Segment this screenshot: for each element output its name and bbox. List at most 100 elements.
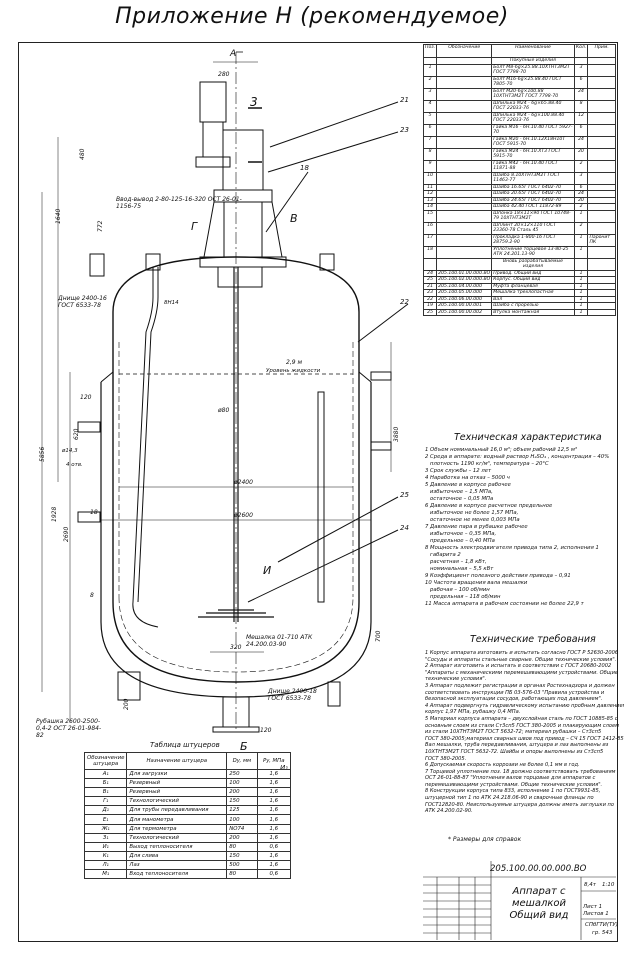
requirement-line: соответствовать инструкции ПБ 03-576-03 …: [425, 689, 605, 696]
nozzle-cell: З₁: [83, 832, 128, 843]
motor-body: [199, 81, 227, 123]
parts-cell: 8: [422, 147, 438, 161]
parts-cell: [436, 171, 493, 185]
parts-cell: [436, 147, 493, 161]
title-name: Аппарат с мешалкой Общий вид: [495, 886, 583, 922]
nozzle-cell: 0,6: [256, 869, 292, 880]
liquid-dim: 2,9 м: [286, 359, 302, 366]
requirement-line: Вал мешалки, труба передавливания, штуце…: [425, 742, 609, 749]
parts-cell: Гайка М20 - 6Н.10.12Х18Н10Т ГОСТ 5915-70: [491, 135, 575, 149]
dim-d80: ø80: [217, 407, 229, 414]
parts-cell: 3: [573, 63, 589, 77]
nozzle-cell: 1,6: [256, 787, 292, 798]
spec-line: предельное – 0,40 МПа: [425, 538, 495, 544]
parts-cell: [436, 159, 493, 173]
parts-cell: [436, 233, 493, 247]
callout-25: 25: [400, 491, 409, 499]
parts-cell: [587, 308, 616, 316]
parts-cell: Шпилька М24 - 6g×65.88.40 ГОСТ 22033-76: [491, 99, 575, 113]
nozzle-cell: Резервный: [126, 778, 228, 789]
requirement-line: 7 Торцевой уплотнение поз. 18 должно соо…: [425, 768, 616, 775]
requirement-line: ГОСТ 380-2005;материал сварных швов под …: [425, 735, 624, 742]
nozzle-cell: 1,6: [256, 805, 292, 816]
requirement-line: 6 Допускаемая скорость коррозии не более…: [425, 762, 580, 769]
nozzle-table-title: Таблица штуцеров: [150, 741, 220, 749]
requirement-line: 8 Конструкции корпуса типа 833, исполнен…: [425, 788, 601, 795]
parts-cell: 18: [422, 245, 438, 259]
nozzle-cell: 500: [226, 859, 258, 871]
nozzle-cell: 125: [226, 805, 258, 816]
parts-cell: 2: [422, 75, 438, 89]
tech-specs-title: Техническая характеристика: [454, 432, 602, 443]
parts-cell: 1: [573, 245, 589, 259]
inlet-outlet-label: Ввод-вывод 2-80-125-16-320 ОСТ 26-01-115…: [116, 196, 242, 210]
nozzle-cell: 1,6: [256, 832, 292, 843]
spec-line: 10 Частота вращения вала мешалки: [425, 580, 528, 586]
parts-col-pos: Поз.: [422, 44, 438, 58]
parts-cell: 24: [573, 87, 589, 101]
parts-cell: [436, 99, 493, 113]
nozzle-cell: Технологический: [126, 832, 228, 843]
parts-col-note: Прим.: [587, 44, 616, 58]
spec-line: 9 Коэффициент полезного действия привода…: [425, 573, 571, 579]
nozzle-cell: А₁: [83, 768, 128, 780]
parts-cell: Гайка М24 - 6Н.10.ХТ3 ГОСТ 5915-70: [491, 147, 575, 161]
dim-18: 18: [90, 509, 98, 516]
parts-cell: 205.100.00.00.002: [436, 308, 493, 316]
parts-cell: [587, 221, 616, 235]
spec-line: 6 Давление в корпусе расчетное предельно…: [425, 503, 553, 509]
spec-line: рабочая – 100 об/мин: [425, 587, 490, 593]
mixer-label: Мешалка 01-710 АТК 24.200.03-90: [246, 634, 313, 648]
parts-col-code: Обозначение: [436, 44, 493, 58]
dim-d2600: ø2600: [233, 512, 253, 519]
spec-line: 11 Масса аппарата в рабочем состоянии не…: [425, 601, 584, 607]
dim-d2400: ø2400: [233, 479, 253, 486]
parts-cell: 3: [573, 171, 589, 185]
dim-772: 772: [97, 220, 104, 232]
parts-cell: 9: [422, 159, 438, 173]
parts-cell: 3: [422, 87, 438, 101]
nozzle-col-id: Обозначение штуцера: [83, 752, 128, 770]
dim-8: 8: [90, 592, 94, 599]
requirement-line: основным слоем из стали Ст3сп5 ГОСТ 380-…: [425, 722, 619, 729]
parts-cell: 8: [573, 99, 589, 113]
parts-cell: 6: [422, 123, 438, 137]
baffle: [317, 391, 325, 603]
title-scale: 1:10: [602, 882, 615, 888]
callout-hole-dia: ø14,3: [61, 448, 78, 454]
parts-cell: 1: [573, 209, 589, 223]
nozzle-cell: NO74: [226, 823, 258, 834]
nozzle-cell: К₁: [83, 850, 128, 861]
nozzle-cell: 1,6: [256, 796, 292, 807]
callout-fit: 8Н14: [164, 300, 179, 306]
nozzle-cell: Г₁: [83, 796, 128, 807]
callout-21: 21: [400, 96, 409, 104]
liquid-label: Уровень жидкости: [266, 368, 321, 374]
spec-line: избыточное – 1,5 МПа,: [425, 489, 493, 495]
parts-cell: Гайка М42 - 6Н.10.40 ГОСТ 11871-88: [491, 159, 575, 173]
title-code: 205.100.00.00.000.ВО: [490, 864, 587, 874]
requirement-line: ГОСТ 380-2005.: [425, 755, 467, 762]
parts-cell: Уплотнение торцевое 13-80-25 АТК 24.201.…: [491, 245, 575, 259]
nozzle-cell: 0,6: [256, 841, 292, 852]
parts-cell: Прокладка 1-800-16 ГОСТ 28759.2-90: [491, 233, 575, 247]
tech-specs-body: 1 Объем номинальный 16,0 м³; объем рабоч…: [425, 447, 617, 608]
nozzle-cell: Для термометра: [126, 823, 228, 834]
parts-cell: 205.100.01.00.000.ВО: [436, 269, 493, 277]
spec-line: габарита 2: [425, 552, 461, 558]
impeller: [198, 609, 274, 618]
callout-23: 23: [400, 126, 409, 134]
